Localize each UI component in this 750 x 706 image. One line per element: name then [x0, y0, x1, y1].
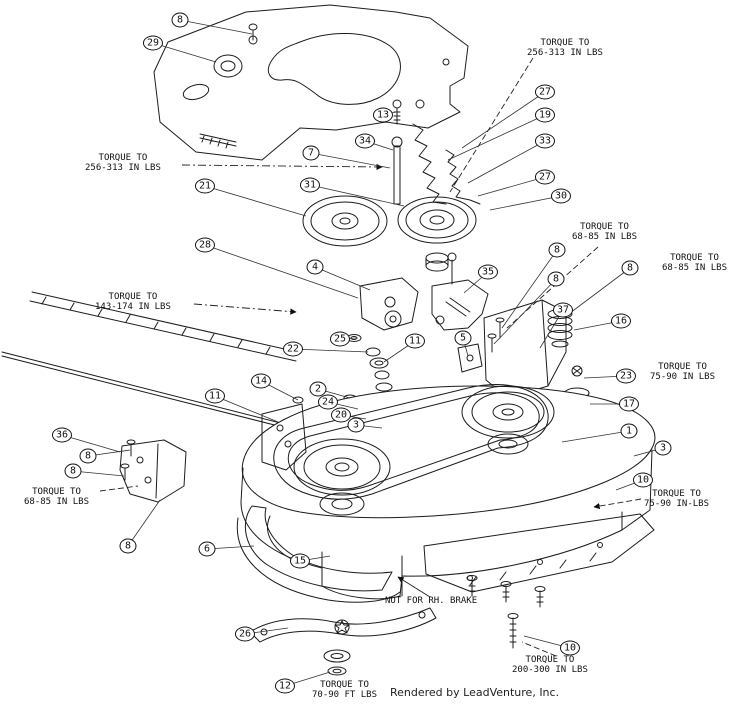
callout-14[interactable]: 14 — [250, 373, 272, 389]
callout-19[interactable]: 19 — [534, 107, 556, 123]
callout-10[interactable]: 10 — [632, 472, 654, 488]
callout-33[interactable]: 33 — [534, 133, 556, 149]
callout-21[interactable]: 21 — [194, 178, 216, 194]
callout-20[interactable]: 20 — [330, 407, 352, 423]
callout-8[interactable]: 8 — [119, 538, 137, 554]
callout-2[interactable]: 2 — [309, 381, 327, 397]
torque-label-256-313-top: TORQUE TO 256-313 IN LBS — [527, 38, 603, 58]
callout-26[interactable]: 26 — [234, 626, 256, 642]
callout-31[interactable]: 31 — [299, 177, 321, 193]
callout-4[interactable]: 4 — [306, 259, 324, 275]
callout-11[interactable]: 11 — [204, 388, 226, 404]
callout-34[interactable]: 34 — [354, 133, 376, 149]
callout-37[interactable]: 37 — [552, 302, 574, 318]
callout-27[interactable]: 27 — [534, 169, 556, 185]
callout-22[interactable]: 22 — [282, 341, 304, 357]
callout-15[interactable]: 15 — [289, 553, 311, 569]
callout-23[interactable]: 23 — [615, 368, 637, 384]
callout-25[interactable]: 25 — [329, 331, 351, 347]
callout-6[interactable]: 6 — [198, 541, 216, 557]
callout-30[interactable]: 30 — [550, 188, 572, 204]
torque-label-75-90-lower: TORQUE TO 75-90 IN-LBS — [644, 489, 710, 509]
torque-label-70-90: TORQUE TO 70-90 FT LBS — [312, 680, 378, 700]
callout-8[interactable]: 8 — [548, 242, 566, 258]
torque-label-200-300: TORQUE TO 200-300 IN LBS — [512, 655, 588, 675]
callout-13[interactable]: 13 — [372, 107, 394, 123]
callout-1[interactable]: 1 — [620, 423, 638, 439]
callout-10[interactable]: 10 — [559, 640, 581, 656]
callout-5[interactable]: 5 — [454, 330, 472, 346]
callout-35[interactable]: 35 — [477, 264, 499, 280]
callout-8[interactable]: 8 — [171, 12, 189, 28]
torque-label-143-174: TORQUE TO 143-174 IN LBS — [95, 292, 171, 312]
callout-28[interactable]: 28 — [194, 237, 216, 253]
torque-label-256-313-left: TORQUE TO 256-313 IN LBS — [85, 153, 161, 173]
callout-8[interactable]: 8 — [621, 260, 639, 276]
callout-17[interactable]: 17 — [618, 396, 640, 412]
torque-label-68-85-right2: TORQUE TO 68-85 IN LBS — [662, 253, 728, 273]
callout-16[interactable]: 16 — [610, 313, 632, 329]
callout-8[interactable]: 8 — [64, 463, 82, 479]
callout-3[interactable]: 3 — [654, 440, 672, 456]
torque-label-68-85-right1: TORQUE TO 68-85 IN LBS — [572, 222, 638, 242]
callout-27[interactable]: 27 — [534, 84, 556, 100]
callout-8[interactable]: 8 — [547, 271, 565, 287]
callout-29[interactable]: 29 — [142, 35, 164, 51]
torque-label-68-85-left: TORQUE TO 68-85 IN LBS — [24, 487, 90, 507]
callout-7[interactable]: 7 — [302, 145, 320, 161]
leadventure-credit: Rendered by LeadVenture, Inc. — [390, 686, 560, 699]
callout-12[interactable]: 12 — [274, 678, 296, 694]
callout-8[interactable]: 8 — [79, 448, 97, 464]
torque-label-75-90-upper: TORQUE TO 75-90 IN LBS — [650, 362, 716, 382]
callout-11[interactable]: 11 — [404, 333, 426, 349]
callout-24[interactable]: 24 — [317, 394, 339, 410]
callout-36[interactable]: 36 — [51, 427, 73, 443]
note-nut-rh-brake: NUT FOR RH. BRAKE — [385, 596, 478, 606]
callout-3[interactable]: 3 — [347, 417, 365, 433]
